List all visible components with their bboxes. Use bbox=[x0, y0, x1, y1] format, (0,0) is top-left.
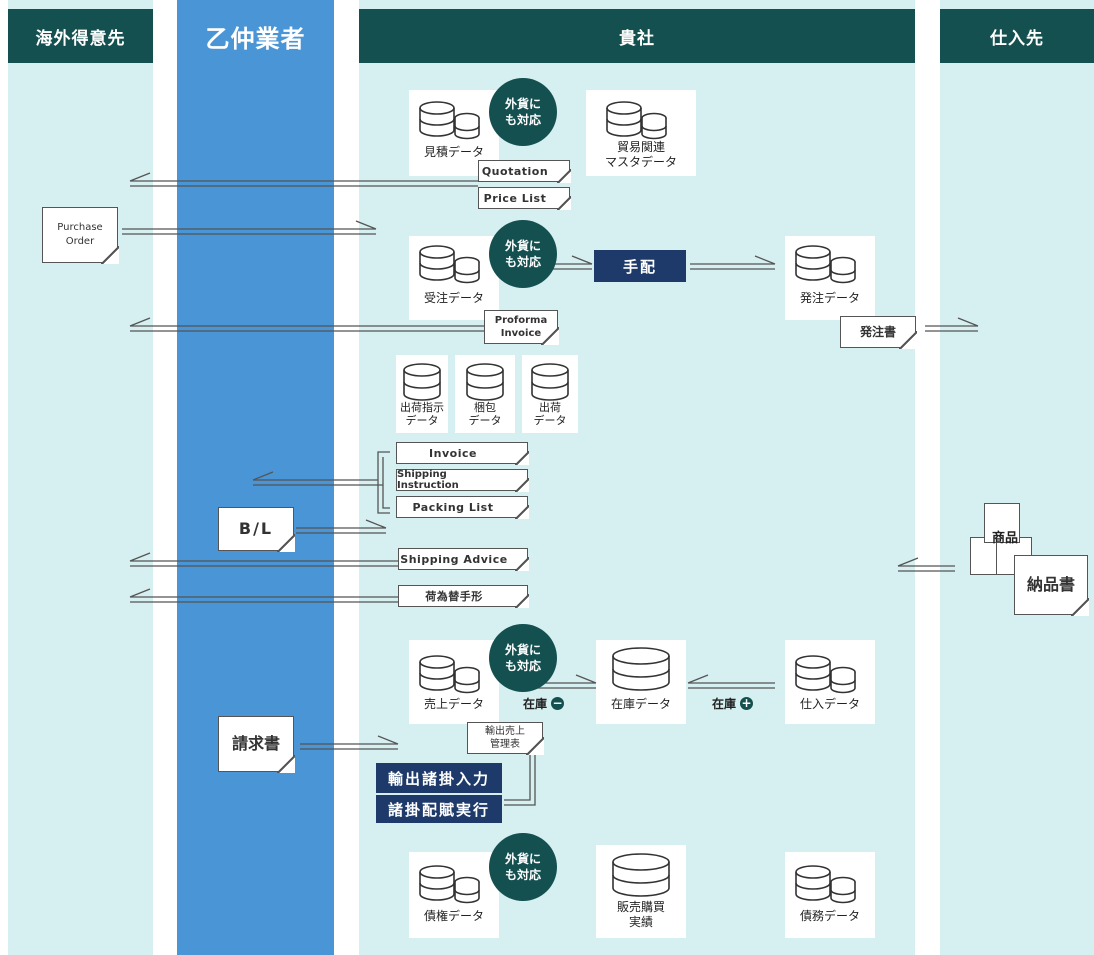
header-company: 貴社 bbox=[359, 9, 915, 63]
shipping-instr-label: 出荷指示 データ bbox=[400, 401, 444, 427]
delivery-note-doc: 納品書 bbox=[1014, 555, 1089, 616]
packing-label: 梱包 データ bbox=[468, 401, 502, 427]
charges-allocation: 諸掛配賦実行 bbox=[376, 795, 502, 823]
header-overseas: 海外得意先 bbox=[8, 9, 153, 63]
plus-icon: + bbox=[740, 696, 754, 710]
export-ledger-doc: 輸出売上 管理表 bbox=[467, 722, 544, 755]
lane-supplier: 仕入先 bbox=[940, 0, 1094, 955]
po-document: 発注書 bbox=[840, 316, 917, 349]
header-supplier: 仕入先 bbox=[940, 9, 1094, 63]
sales-data-label: 売上データ bbox=[423, 697, 484, 711]
bl-doc: B/L bbox=[218, 507, 295, 552]
shipping-advice-doc: Shipping Advice bbox=[398, 548, 529, 571]
purchase-data-label: 仕入データ bbox=[799, 697, 860, 711]
minus-icon: − bbox=[551, 696, 565, 710]
sales-results-box bbox=[596, 845, 686, 938]
lane-overseas: 海外得意先 bbox=[8, 0, 153, 955]
payable-data-label: 債務データ bbox=[799, 909, 860, 923]
trade-master-box bbox=[586, 90, 696, 176]
bill-of-exchange-doc: 荷為替手形 bbox=[398, 585, 529, 608]
quotation-doc: Quotation bbox=[478, 160, 571, 183]
invoice-jp-doc: 請求書 bbox=[218, 716, 295, 773]
packing-list-doc: Packing List bbox=[396, 496, 529, 519]
foreign-currency-bubble: 外貨にも対応 bbox=[489, 220, 557, 288]
stock-minus-label: 在庫− bbox=[523, 696, 565, 711]
trade-master-label: 貿易関連 マスタデータ bbox=[604, 140, 677, 169]
estimate-data-label: 見積データ bbox=[423, 145, 484, 159]
shipment-label: 出荷 データ bbox=[533, 401, 567, 427]
arrange-action: 手配 bbox=[594, 250, 686, 282]
inventory-data-box bbox=[596, 640, 686, 724]
goods-label: 商品 bbox=[991, 531, 1018, 546]
invoice-doc: Invoice bbox=[396, 442, 529, 465]
inventory-data-label: 在庫データ bbox=[610, 697, 671, 711]
header-broker: 乙仲業者 bbox=[177, 9, 334, 63]
export-charges-input: 輸出諸掛入力 bbox=[376, 763, 502, 793]
order-received-label: 受注データ bbox=[423, 291, 484, 305]
proforma-invoice-doc: Proforma Invoice bbox=[484, 310, 559, 345]
receivable-data-label: 債権データ bbox=[423, 909, 484, 923]
stock-plus-label: 在庫+ bbox=[712, 696, 754, 711]
price-list-doc: Price List bbox=[478, 187, 571, 210]
lane-broker: 乙仲業者 bbox=[177, 0, 334, 955]
foreign-currency-bubble: 外貨にも対応 bbox=[489, 78, 557, 146]
shipping-instruction-doc: Shipping Instruction bbox=[396, 469, 529, 492]
packing-box bbox=[455, 355, 515, 433]
foreign-currency-bubble: 外貨にも対応 bbox=[489, 624, 557, 692]
sales-results-label: 販売購買 実績 bbox=[616, 900, 665, 929]
order-placed-label: 発注データ bbox=[799, 291, 860, 305]
purchase-order-doc: Purchase Order bbox=[42, 207, 119, 264]
foreign-currency-bubble: 外貨にも対応 bbox=[489, 833, 557, 901]
